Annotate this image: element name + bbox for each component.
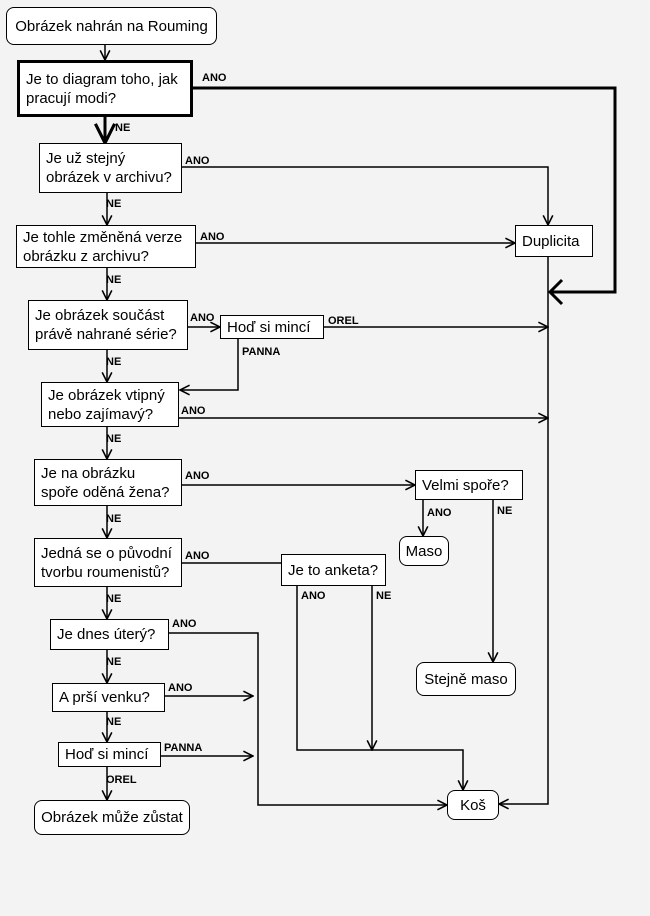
label-funny-yes: ANO xyxy=(181,405,206,417)
node-question-tuesday: Je dnes úterý? xyxy=(50,619,169,650)
node-question-same: Je už stejný obrázek v archivu? xyxy=(39,143,182,193)
label-tuesday-yes: ANO xyxy=(172,618,197,630)
node-question-funny: Je obrázek vtipný nebo zajímavý? xyxy=(41,382,179,427)
node-stays: Obrázek může zůstat xyxy=(34,800,190,835)
node-coin2: Hoď si mincí xyxy=(58,742,161,767)
label-coin1-heads: OREL xyxy=(328,315,359,327)
node-question-mods: Je to diagram toho, jak pracují modi? xyxy=(17,60,193,117)
label-mods-no: NE xyxy=(115,122,131,134)
label-same-no: NE xyxy=(106,198,122,210)
label-series-yes: ANO xyxy=(190,312,215,324)
node-question-very: Velmi spoře? xyxy=(415,470,523,500)
label-mods-yes: ANO xyxy=(202,72,227,84)
label-coin2-tails: PANNA xyxy=(164,742,203,754)
label-poll-no: NE xyxy=(376,590,392,602)
label-modified-no: NE xyxy=(106,274,122,286)
node-trash: Koš xyxy=(447,790,499,820)
label-coin1-tails: PANNA xyxy=(242,346,281,358)
label-rain-yes: ANO xyxy=(168,682,193,694)
edge-mods-yes xyxy=(193,86,617,294)
label-woman-yes: ANO xyxy=(185,470,210,482)
edge-same-yes xyxy=(182,166,548,225)
label-same-yes: ANO xyxy=(185,155,210,167)
node-question-poll: Je to anketa? xyxy=(281,554,386,586)
node-coin1: Hoď si mincí xyxy=(220,315,324,339)
edge-duplicate-trash xyxy=(499,257,549,804)
edge-poll-yes xyxy=(296,586,463,790)
node-question-woman: Je na obrázku spoře oděná žena? xyxy=(34,459,182,506)
node-question-modified: Je tohle změněná verze obrázku z archivu… xyxy=(16,225,196,268)
edge-coin1-tails xyxy=(180,339,239,390)
label-poll-yes: ANO xyxy=(301,590,326,602)
node-duplicate: Duplicita xyxy=(515,225,593,257)
label-very-no: NE xyxy=(497,505,513,517)
node-maso: Maso xyxy=(399,536,449,566)
label-original-no: NE xyxy=(106,593,122,605)
label-original-yes: ANO xyxy=(185,550,210,562)
label-woman-no: NE xyxy=(106,513,122,525)
label-very-yes: ANO xyxy=(427,507,452,519)
node-question-series: Je obrázek součást právě nahrané série? xyxy=(28,300,188,350)
label-funny-no: NE xyxy=(106,433,122,445)
label-modified-yes: ANO xyxy=(200,231,225,243)
edge-tuesday-yes xyxy=(169,632,447,805)
node-question-rain: A prší venku? xyxy=(52,683,165,712)
label-tuesday-no: NE xyxy=(106,656,122,668)
label-rain-no: NE xyxy=(106,716,122,728)
node-question-original: Jedná se o původní tvorbu roumenistů? xyxy=(34,538,182,587)
node-start: Obrázek nahrán na Rouming xyxy=(6,7,217,45)
edge-mods-yes-head xyxy=(547,278,564,306)
label-series-no: NE xyxy=(106,356,122,368)
label-coin2-heads: OREL xyxy=(106,774,137,786)
node-same-meat: Stejně maso xyxy=(416,662,516,696)
